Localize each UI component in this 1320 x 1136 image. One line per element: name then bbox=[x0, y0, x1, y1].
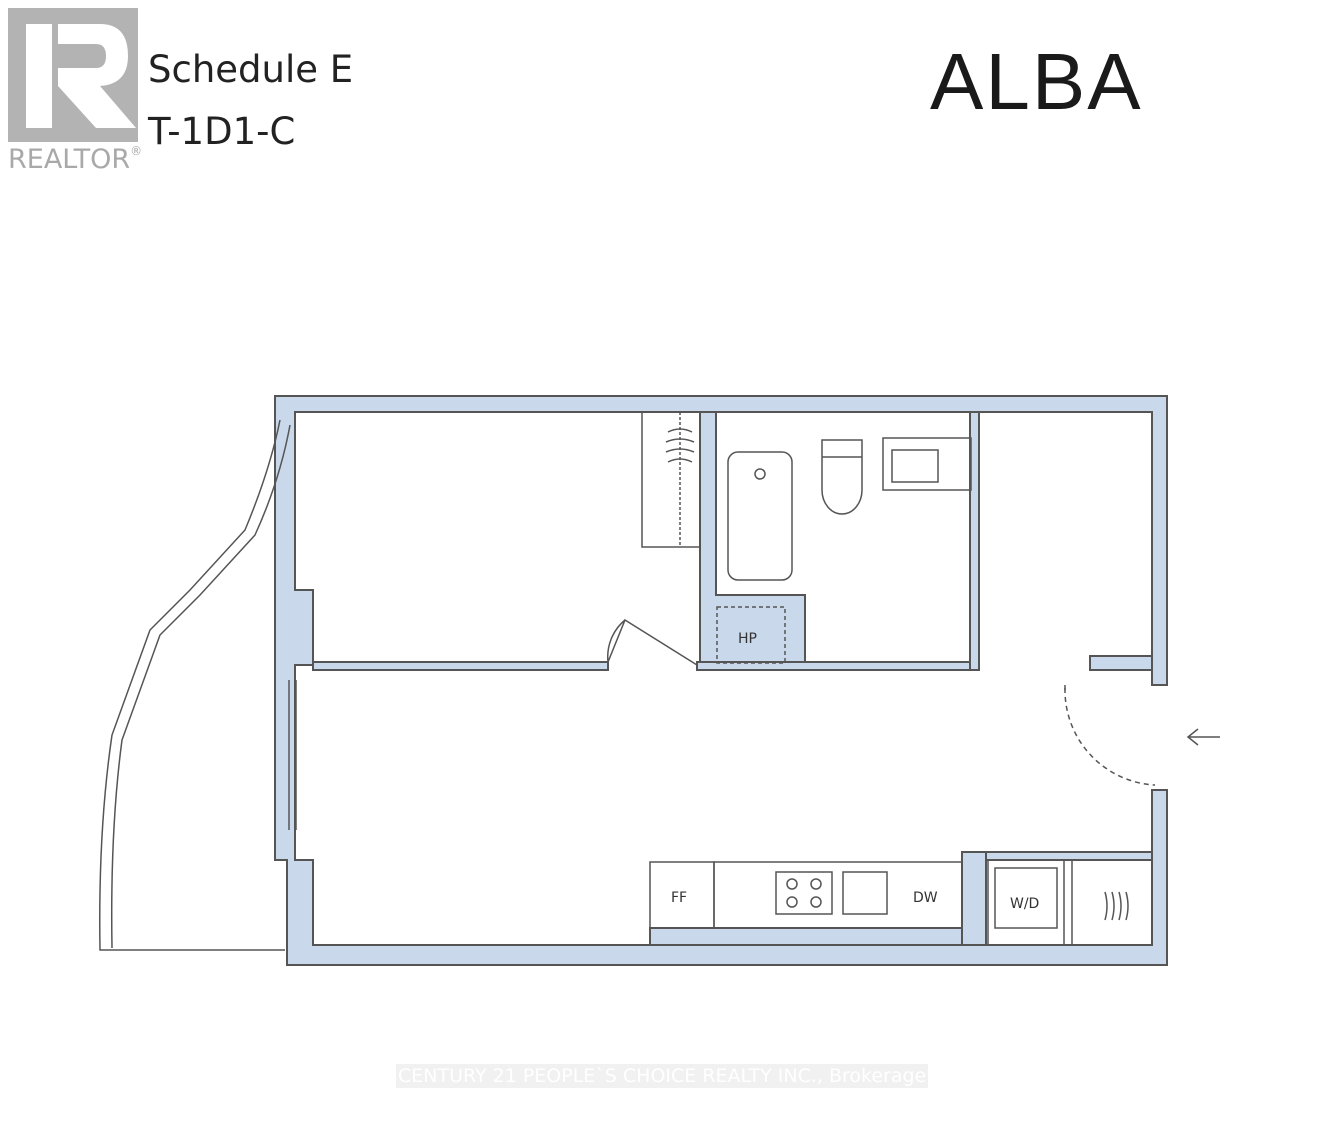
entry-wall bbox=[1089, 655, 1153, 671]
unit-type: T-1D1-C bbox=[148, 110, 296, 153]
realtor-logo bbox=[8, 8, 138, 142]
label-dw: DW bbox=[913, 890, 938, 906]
bath-left-wall bbox=[699, 411, 806, 663]
outer-wall bbox=[274, 395, 1168, 966]
bedroom-door bbox=[606, 618, 698, 666]
label-wd: W/D bbox=[1010, 896, 1039, 912]
laundry-wall bbox=[961, 851, 1153, 861]
entry-arrow bbox=[1186, 728, 1220, 746]
realtor-logo-text: REALTOR® bbox=[8, 144, 143, 175]
washer-dryer bbox=[987, 859, 1065, 946]
entry-door bbox=[1064, 687, 1156, 786]
brokerage-watermark: CENTURY 21 PEOPLE`S CHOICE REALTY INC., … bbox=[396, 1064, 929, 1088]
schedule-title: Schedule E bbox=[148, 48, 354, 91]
balcony-railing bbox=[99, 419, 285, 951]
toilet bbox=[821, 439, 863, 515]
kitchen-strip bbox=[649, 927, 986, 946]
sink bbox=[842, 871, 888, 915]
realtor-r-icon bbox=[26, 24, 136, 128]
kitchen-counter bbox=[713, 861, 963, 929]
laundry-closet bbox=[1071, 859, 1153, 946]
label-hp: HP bbox=[738, 631, 757, 647]
vanity bbox=[882, 437, 972, 491]
cooktop bbox=[775, 871, 833, 915]
closet bbox=[641, 411, 701, 548]
bath-right-wall bbox=[969, 411, 980, 671]
bedroom-wall bbox=[312, 661, 609, 671]
bathtub bbox=[727, 451, 793, 581]
brand-name: ALBA bbox=[930, 37, 1143, 126]
heat-pump bbox=[716, 606, 786, 664]
label-ff: FF bbox=[671, 890, 687, 906]
